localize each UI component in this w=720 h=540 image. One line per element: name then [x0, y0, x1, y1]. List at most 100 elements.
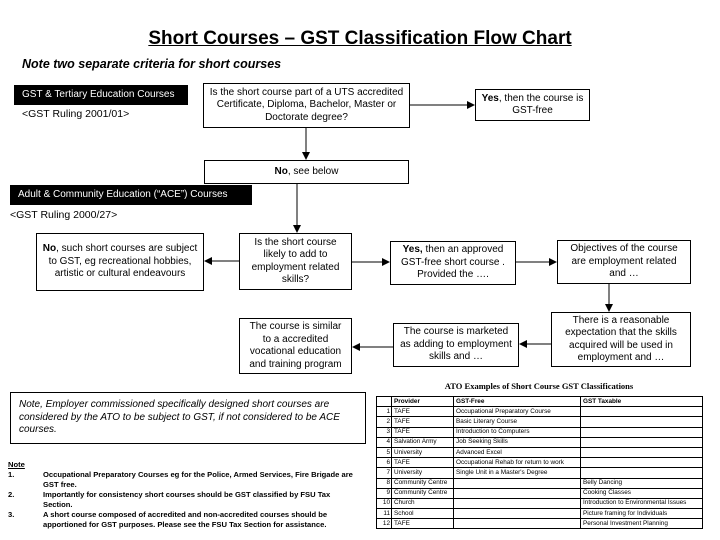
no-see-below-box: No, see below — [204, 160, 409, 184]
gst-free-cell — [453, 497, 581, 510]
note-item: 3.A short course composed of accredited … — [8, 510, 328, 529]
header-gst-taxable: GST Taxable — [580, 395, 703, 408]
row-number: 5 — [376, 446, 392, 459]
row-number: 3 — [376, 426, 392, 438]
gst-taxable-cell — [580, 457, 703, 469]
gst-free-cell — [453, 477, 581, 489]
provider-cell: School — [391, 508, 454, 520]
gst-taxable-cell — [580, 467, 703, 479]
yes-approved-box: Yes, then an approved GST-free short cou… — [390, 241, 516, 285]
no-label-2: No — [42, 243, 57, 255]
question-accredited-box: Is the short course part of a UTS accred… — [203, 83, 410, 128]
table-header-row: Provider GST-Free GST Taxable — [376, 395, 703, 408]
gst-taxable-cell: Cooking Classes — [580, 487, 703, 499]
row-number: 9 — [376, 487, 392, 499]
section-tag-ace: Adult & Community Education (“ACE”) Cour… — [10, 185, 252, 205]
employer-note-box: Note, Employer commissioned specifically… — [10, 392, 366, 444]
header-gst-free: GST-Free — [453, 395, 581, 408]
objectives-text: Objectives of the course are employment … — [570, 243, 678, 280]
question-accredited-text: Is the short course part of a UTS accred… — [209, 86, 404, 123]
gst-taxable-cell — [580, 406, 703, 418]
provider-cell: TAFE — [391, 426, 454, 438]
gst-taxable-cell — [580, 426, 703, 438]
yes-label: Yes — [481, 92, 499, 104]
expectation-box: There is a reasonable expectation that t… — [551, 312, 691, 367]
gst-free-cell — [453, 518, 581, 530]
gst-taxable-cell: Belly Dancing — [580, 477, 703, 489]
no-label: No — [274, 165, 288, 177]
no-subject-to-gst-text: , such short courses are subject to GST,… — [48, 243, 198, 280]
marketed-box: The course is marketed as adding to empl… — [393, 323, 519, 367]
similar-program-box: The course is similar to a accredited vo… — [239, 318, 352, 374]
ruling-2001-01: <GST Ruling 2001/01> — [22, 108, 130, 120]
gst-free-cell — [453, 508, 581, 520]
ruling-2000-27: <GST Ruling 2000/27> — [10, 209, 118, 221]
gst-free-cell: Introduction to Computers — [453, 426, 581, 438]
row-number: 7 — [376, 467, 392, 479]
provider-cell: University — [391, 446, 454, 459]
note-item: 1.Occupational Preparatory Courses eg fo… — [8, 470, 353, 489]
provider-cell: Community Centre — [391, 487, 454, 499]
objectives-box: Objectives of the course are employment … — [557, 240, 691, 284]
row-number: 11 — [376, 508, 392, 520]
gst-free-cell: Single Unit in a Master's Degree — [453, 467, 581, 479]
row-number: 8 — [376, 477, 392, 489]
section-tag-tertiary: GST & Tertiary Education Courses — [14, 85, 188, 105]
row-number: 6 — [376, 457, 392, 469]
question-employment-box: Is the short course likely to add to emp… — [239, 233, 352, 290]
gst-free-cell: Job Seeking Skills — [453, 436, 581, 448]
row-number: 2 — [376, 416, 392, 428]
notes-section: Note 1.Occupational Preparatory Courses … — [8, 460, 358, 530]
yes-approved-text: then an approved GST-free short course .… — [401, 244, 505, 281]
provider-cell: TAFE — [391, 457, 454, 469]
note-item: 2.Importantly for consistency short cour… — [8, 490, 331, 509]
row-number: 12 — [376, 518, 392, 530]
gst-taxable-cell: Picture framing for Individuals — [580, 508, 703, 520]
gst-free-cell: Occupational Rehab for return to work — [453, 457, 581, 469]
gst-free-cell: Advanced Excel — [453, 446, 581, 459]
gst-taxable-cell — [580, 446, 703, 459]
similar-program-text: The course is similar to a accredited vo… — [249, 321, 342, 370]
table-title: ATO Examples of Short Course GST Classif… — [444, 381, 634, 391]
row-number: 10 — [376, 497, 392, 510]
page-subtitle: Note two separate criteria for short cou… — [22, 57, 282, 71]
notes-heading: Note — [8, 460, 25, 469]
page-title: Short Courses – GST Classification Flow … — [148, 28, 572, 49]
provider-cell: TAFE — [391, 416, 454, 428]
row-number: 4 — [376, 436, 392, 448]
yes-label-2: Yes, — [402, 244, 423, 256]
gst-taxable-cell: Introduction to Environmental Issues — [580, 497, 703, 510]
gst-taxable-cell: Personal Investment Planning — [580, 518, 703, 530]
provider-cell: University — [391, 467, 454, 479]
employer-note-text: Note, Employer commissioned specifically… — [19, 399, 340, 435]
row-number: 1 — [376, 406, 392, 418]
provider-cell: Salvation Army — [391, 436, 454, 448]
no-see-below-text: , see below — [287, 165, 339, 177]
yes-gst-free-text: , then the course is GST-free — [498, 92, 584, 117]
yes-gst-free-box: Yes, then the course is GST-free — [475, 89, 590, 121]
expectation-text: There is a reasonable expectation that t… — [565, 314, 677, 364]
gst-free-cell: Occupational Preparatory Course — [453, 406, 581, 418]
question-employment-text: Is the short course likely to add to emp… — [251, 236, 340, 286]
gst-free-cell — [453, 487, 581, 499]
gst-taxable-cell — [580, 416, 703, 428]
provider-cell: Community Centre — [391, 477, 454, 489]
provider-cell: TAFE — [391, 518, 454, 530]
no-subject-to-gst-box: No, such short courses are subject to GS… — [36, 233, 204, 291]
provider-cell: TAFE — [391, 406, 454, 418]
header-provider: Provider — [391, 395, 454, 408]
gst-free-cell: Basic Literary Course — [453, 416, 581, 428]
